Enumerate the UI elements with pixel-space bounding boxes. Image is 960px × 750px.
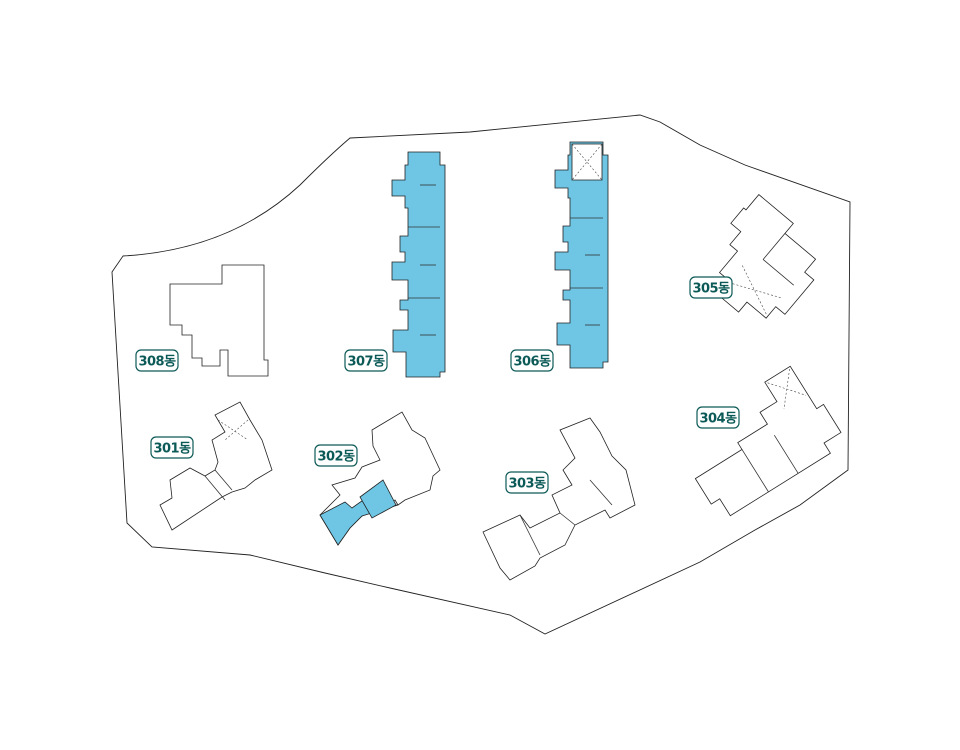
svg-text:301동: 301동 [153, 442, 191, 457]
building-301[interactable] [159, 401, 273, 531]
label-307: 307동 [344, 349, 388, 372]
building-308[interactable] [169, 264, 269, 377]
label-301: 301동 [150, 436, 194, 459]
label-305: 305동 [689, 276, 733, 299]
svg-text:307동: 307동 [347, 355, 385, 370]
building-302[interactable] [319, 411, 441, 546]
building-306[interactable] [554, 141, 609, 369]
svg-text:308동: 308동 [138, 355, 176, 370]
building-304[interactable] [671, 362, 847, 521]
svg-text:303동: 303동 [508, 477, 546, 492]
building-307[interactable] [391, 151, 446, 378]
label-304: 304동 [696, 406, 740, 429]
svg-text:302동: 302동 [317, 450, 355, 465]
svg-text:306동: 306동 [513, 355, 551, 370]
label-303: 303동 [505, 471, 549, 494]
label-302: 302동 [314, 444, 358, 467]
building-305[interactable] [690, 193, 833, 336]
label-306: 306동 [510, 349, 554, 372]
site-boundary [111, 114, 851, 635]
svg-text:305동: 305동 [692, 282, 730, 297]
svg-text:304동: 304동 [699, 412, 737, 427]
label-308: 308동 [135, 349, 179, 372]
building-303[interactable] [482, 417, 636, 581]
